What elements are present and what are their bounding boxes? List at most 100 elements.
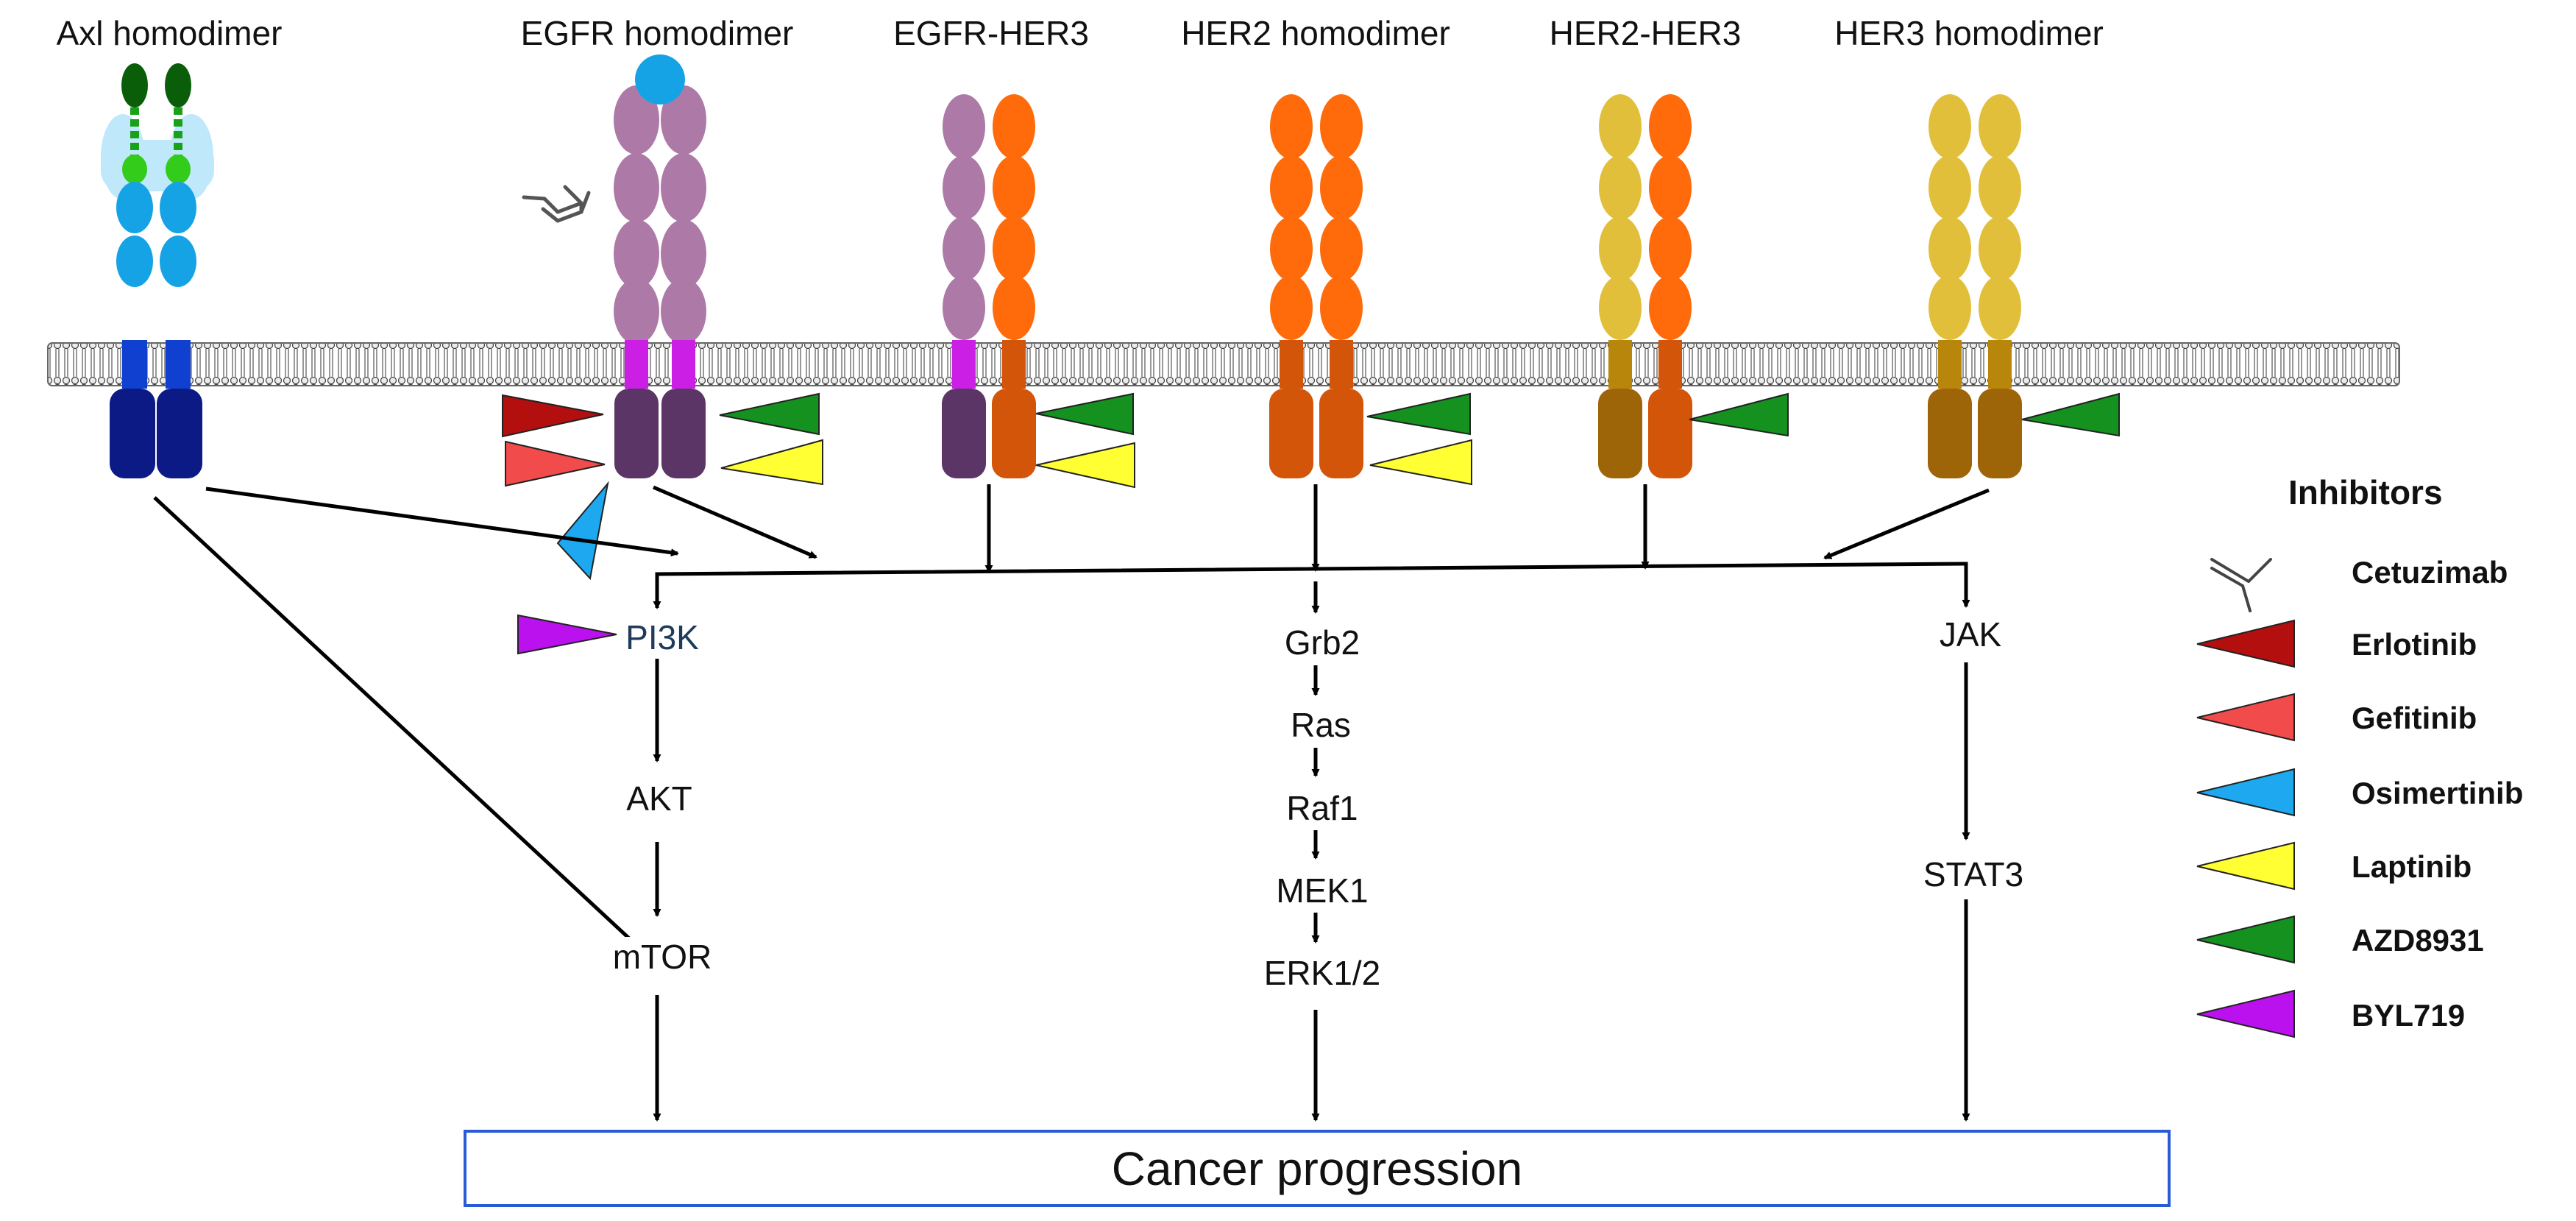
her3-tm-left	[1938, 340, 1962, 389]
node-mtor: mTOR	[608, 937, 717, 977]
inhibitor-markers	[502, 392, 2120, 655]
her2-her3-kinase-right	[1648, 389, 1692, 478]
her3-ecd-2-left	[1929, 155, 1971, 220]
her2-her3-receptor	[1598, 94, 1692, 478]
legend-label-cetuzimab: Cetuzimab	[2352, 555, 2508, 590]
her2-her3-kinase-left	[1598, 389, 1642, 478]
egfr-her3-tm-right	[1002, 340, 1026, 389]
node-erk12: ERK1/2	[1259, 953, 1385, 993]
node-stat3: STAT3	[1918, 854, 2029, 894]
egf-ligand	[635, 54, 685, 105]
egfr-ecd-3-left	[614, 219, 659, 289]
egfr-ecd-1-left	[614, 85, 659, 155]
her2-homodimer-receptor	[1269, 94, 1363, 478]
her2-ecd-1-right	[1320, 94, 1363, 159]
dimer-title-her2-her3: HER2-HER3	[1549, 14, 1742, 52]
her3-ecd-4-left	[1929, 275, 1971, 340]
dimer-title-egfr: EGFR homodimer	[520, 14, 794, 52]
legend-icons	[2196, 558, 2295, 1038]
her2-ecd-2-left	[1270, 155, 1313, 220]
her2-ecd-4-right	[1320, 275, 1363, 340]
her3-ecd-1-right	[1979, 94, 2021, 159]
osimertinib-marker-icon	[556, 481, 609, 581]
her2-kinase-right	[1319, 389, 1363, 478]
her2-her3-ecd-3-left	[1599, 216, 1642, 281]
her3-ecd-3-right	[1979, 216, 2021, 281]
her3-homodimer-receptor	[1928, 94, 2022, 478]
egfr-tm-left	[625, 340, 648, 389]
axl-tm-right	[166, 340, 191, 389]
egfr-tm-right	[672, 340, 695, 389]
dimer-title-egfr-her3: EGFR-HER3	[893, 14, 1089, 52]
her2-kinase-left	[1269, 389, 1313, 478]
egfr-kinase-right	[661, 389, 706, 478]
her2-her3-tm-left	[1608, 340, 1632, 389]
her2-ecd-3-left	[1270, 216, 1313, 281]
her3-ecd-1-left	[1929, 94, 1971, 159]
egfr-ecd-2-left	[614, 153, 659, 222]
egfr-her3-kinase-right	[992, 389, 1036, 478]
her2-tm-left	[1280, 340, 1303, 389]
her2-her3-ecd-1-left	[1599, 94, 1642, 159]
legend-cetuzimab-icon	[2210, 558, 2272, 612]
axl-fn2-left	[116, 236, 153, 287]
legend-osimertinib-icon	[2196, 768, 2295, 817]
node-grb2: Grb2	[1280, 623, 1365, 662]
arrow-egfr-to-junction	[653, 485, 817, 559]
her2-her3-ecd-2-right	[1649, 155, 1692, 220]
axl-kinase-right	[157, 389, 202, 478]
azd8931-marker-her3-icon	[2021, 392, 2120, 437]
egfr-ecd-3-right	[661, 219, 706, 289]
her2-her3-ecd-4-left	[1599, 275, 1642, 340]
junction-bar	[655, 562, 1968, 608]
axl-fniii-halo-center	[101, 140, 214, 191]
egfr-her3-ecd-3-left	[943, 216, 985, 281]
egfr-her3-kinase-left	[942, 389, 986, 478]
her2-her3-ecd-4-right	[1649, 275, 1692, 340]
arrow-her3-to-junction	[1823, 488, 1990, 560]
egfr-her3-ecd-2-right	[993, 155, 1035, 220]
azd8931-marker-egfr-her3-icon	[1035, 392, 1134, 436]
node-ras: Ras	[1286, 705, 1355, 745]
outcome-box: Cancer progression	[464, 1130, 2171, 1207]
axl-fn2-right	[160, 236, 196, 287]
legend-laptinib-icon	[2196, 841, 2295, 891]
azd8931-marker-her2-icon	[1366, 392, 1471, 436]
cetuximab-antibody-icon	[522, 185, 591, 223]
legend-erlotinib-icon	[2196, 619, 2295, 668]
egfr-ecd-2-right	[661, 153, 706, 222]
her2-tm-right	[1330, 340, 1353, 389]
her3-ecd-3-left	[1929, 216, 1971, 281]
arrow-axl-to-junction	[205, 486, 679, 557]
egfr-ecd-4-left	[614, 278, 659, 344]
legend-label-byl719: BYL719	[2352, 998, 2466, 1033]
egfr-her3-ecd-4-left	[943, 275, 985, 340]
signaling-arrows	[153, 484, 1990, 1122]
node-mek1: MEK1	[1271, 871, 1373, 910]
egfr-her3-ecd-3-right	[993, 216, 1035, 281]
her2-ecd-2-right	[1320, 155, 1363, 220]
legend-azd8931-icon	[2196, 915, 2295, 964]
egfr-her3-ecd-1-left	[943, 94, 985, 159]
axl-ig-low-right	[166, 155, 191, 184]
legend-gefitinib-icon	[2196, 693, 2295, 742]
her2-ecd-3-right	[1320, 216, 1363, 281]
arrow-axl-to-mtor	[153, 496, 640, 949]
legend-label-gefitinib: Gefitinib	[2352, 701, 2477, 735]
dimer-title-axl: Axl homodimer	[56, 14, 283, 52]
laptinib-marker-egfr-her3-icon	[1035, 442, 1135, 489]
axl-fn1-left	[116, 182, 153, 233]
azd8931-marker-her2-her3-icon	[1689, 392, 1789, 437]
dimer-title-her3: HER3 homodimer	[1834, 14, 2104, 52]
laptinib-marker-her2-icon	[1369, 439, 1472, 486]
egfr-her3-tm-left	[952, 340, 976, 389]
her2-ecd-1-left	[1270, 94, 1313, 159]
her2-her3-tm-right	[1658, 340, 1682, 389]
cell-membrane	[47, 342, 2400, 386]
egfr-kinase-left	[614, 389, 659, 478]
legend-label-erlotinib: Erlotinib	[2352, 627, 2477, 662]
axl-homodimer-receptor	[101, 63, 214, 478]
her3-kinase-left	[1928, 389, 1972, 478]
